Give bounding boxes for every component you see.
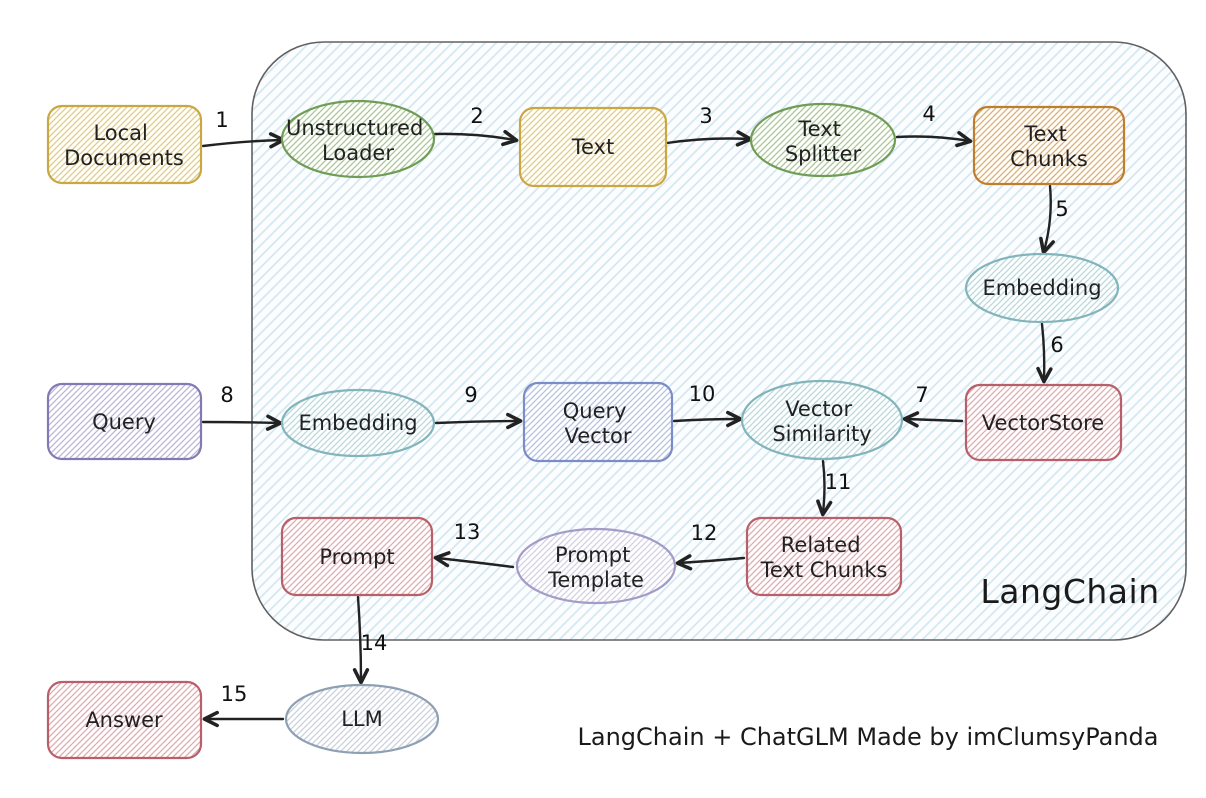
llm-label: LLM xyxy=(341,707,383,731)
edge-6-arrow xyxy=(1036,322,1053,384)
node-vectorstore: VectorStore xyxy=(964,383,1123,462)
langchain-container-box xyxy=(251,41,1187,641)
embedding-query-label: Embedding xyxy=(298,411,417,435)
edge-13-arrow xyxy=(433,551,515,569)
edge-2-arrow xyxy=(433,129,519,147)
caption-text: LangChain + ChatGLM Made by imClumsyPand… xyxy=(578,723,1159,751)
local-documents-label: Local Documents xyxy=(64,121,184,170)
local-documents-box xyxy=(46,104,203,185)
edge-7-label: 7 xyxy=(915,383,928,407)
answer-label: Answer xyxy=(85,708,163,732)
text-splitter-ellipse xyxy=(749,102,897,178)
edge-1-arrow xyxy=(201,132,286,149)
prompt-template-label: Prompt Template xyxy=(547,543,644,592)
text-chunks-label: Text Chunks xyxy=(1010,122,1088,171)
edge-4-arrow xyxy=(895,131,973,148)
node-llm: LLM xyxy=(284,683,440,755)
node-embedding-query: Embedding xyxy=(280,388,436,458)
query-box xyxy=(46,382,203,461)
node-text-chunks: Text Chunks xyxy=(972,105,1126,186)
vector-similarity-ellipse xyxy=(740,379,904,461)
edges-layer: 1 2 3 4 5 6 7 8 9 10 11 12 13 14 15 xyxy=(201,102,1069,728)
edge-4-label: 4 xyxy=(922,102,935,126)
node-prompt: Prompt xyxy=(280,516,434,597)
edge-3-label: 3 xyxy=(699,104,712,128)
edge-6-label: 6 xyxy=(1050,333,1063,357)
edge-2-label: 2 xyxy=(470,104,483,128)
text-chunks-box xyxy=(972,105,1126,186)
vector-similarity-label: Vector Similarity xyxy=(772,397,871,446)
node-query: Query xyxy=(46,382,203,461)
edge-9-arrow xyxy=(434,412,523,430)
query-vector-box xyxy=(522,381,674,463)
vectorstore-label: VectorStore xyxy=(982,411,1104,435)
edge-12-label: 12 xyxy=(691,521,718,545)
edge-10-label: 10 xyxy=(689,382,716,406)
llm-ellipse xyxy=(284,683,440,755)
node-text-splitter: Text Splitter xyxy=(749,102,897,178)
text-label: Text xyxy=(571,135,614,159)
edge-10-arrow xyxy=(672,410,743,428)
query-label: Query xyxy=(92,410,156,434)
edge-14-label: 14 xyxy=(361,631,388,655)
edge-13-label: 13 xyxy=(454,520,481,544)
node-vector-similarity: Vector Similarity xyxy=(740,379,904,461)
edge-8-arrow xyxy=(201,414,283,431)
edge-7-arrow xyxy=(902,411,964,428)
node-related-text-chunks: Related Text Chunks xyxy=(745,516,903,597)
langchain-container: LangChain xyxy=(251,41,1187,641)
embedding-doc-ellipse xyxy=(964,252,1120,324)
node-query-vector: Query Vector xyxy=(522,381,674,463)
edge-11-arrow xyxy=(816,459,833,517)
prompt-template-ellipse xyxy=(515,527,677,605)
text-box xyxy=(518,106,668,188)
edge-3-arrow xyxy=(665,130,753,147)
edge-14-arrow xyxy=(352,595,370,685)
edge-15-label: 15 xyxy=(221,682,248,706)
edge-5-arrow xyxy=(1039,184,1055,255)
node-prompt-template: Prompt Template xyxy=(515,527,677,605)
vectorstore-box xyxy=(964,383,1123,462)
text-splitter-label: Text Splitter xyxy=(785,117,862,166)
embedding-doc-label: Embedding xyxy=(982,276,1101,300)
query-vector-label: Query Vector xyxy=(563,399,634,448)
langchain-container-label: LangChain xyxy=(980,572,1159,611)
edge-1-label: 1 xyxy=(215,108,228,132)
unstructured-loader-ellipse xyxy=(280,99,436,179)
node-unstructured-loader: Unstructured Loader xyxy=(280,99,436,179)
node-text: Text xyxy=(518,106,668,188)
edge-9-label: 9 xyxy=(464,383,477,407)
answer-box xyxy=(46,680,203,760)
prompt-label: Prompt xyxy=(319,545,394,569)
related-text-chunks-box xyxy=(745,516,903,597)
node-answer: Answer xyxy=(46,680,203,760)
embedding-query-ellipse xyxy=(280,388,436,458)
related-text-chunks-label: Related Text Chunks xyxy=(760,533,888,582)
node-embedding-doc: Embedding xyxy=(964,252,1120,324)
node-local-documents: Local Documents xyxy=(46,104,203,185)
edge-5-label: 5 xyxy=(1055,197,1068,221)
edge-11-label: 11 xyxy=(825,470,852,494)
edge-12-arrow xyxy=(675,554,746,571)
edge-8-label: 8 xyxy=(220,383,233,407)
prompt-box xyxy=(280,516,434,597)
unstructured-loader-label: Unstructured Loader xyxy=(286,116,430,165)
